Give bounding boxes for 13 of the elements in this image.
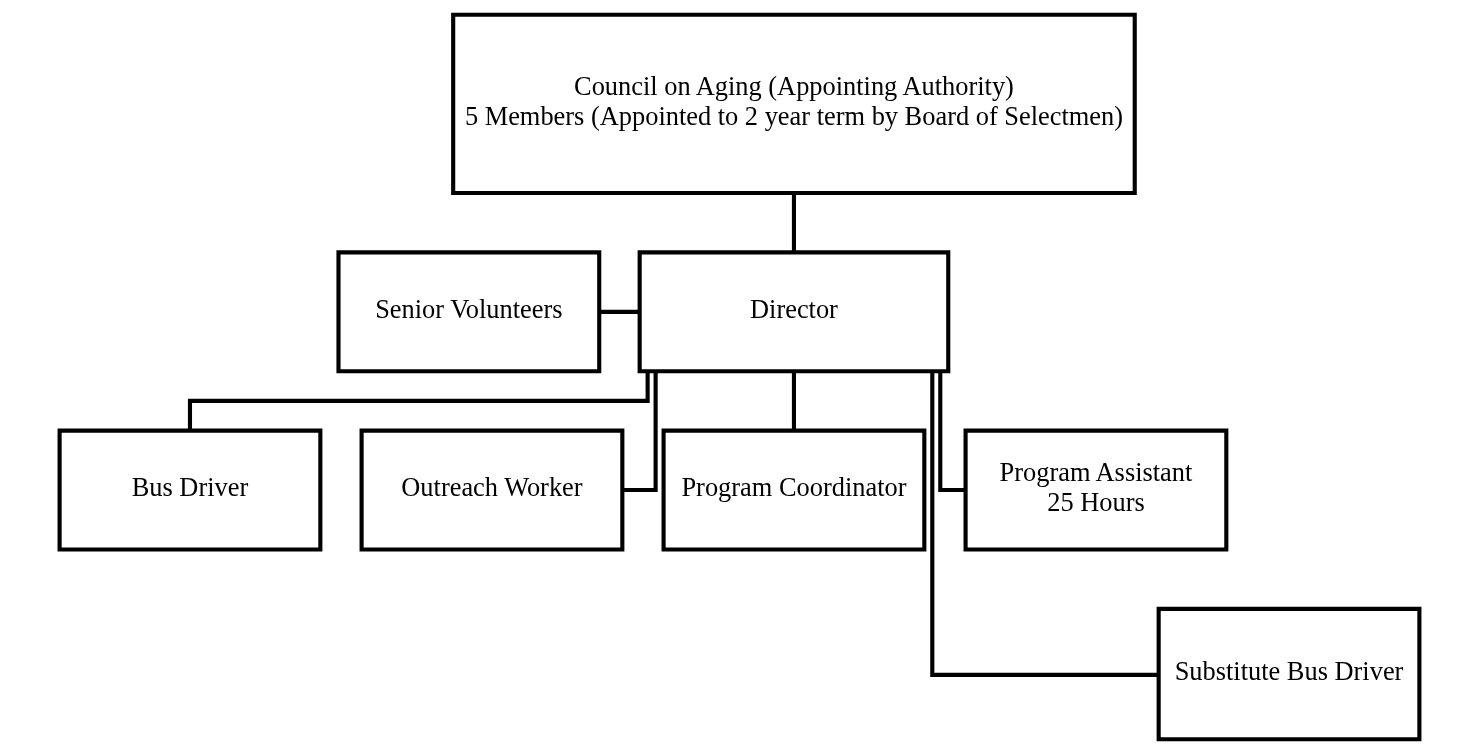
node-box: Program Assistant 25 Hours [963, 428, 1229, 552]
node-box: Senior Volunteers [336, 250, 602, 374]
node-box: Council on Aging (Appointing Authority) 5 Members (Appointed to 2 year term by Board of Selectmen) [451, 12, 1137, 196]
connector [622, 371, 658, 493]
connector [791, 371, 797, 431]
connector [930, 371, 1159, 677]
node-box: Outreach Worker [359, 428, 625, 552]
connector [599, 309, 640, 314]
node-box: Program Coordinator [661, 428, 927, 552]
node-box: Bus Driver [57, 428, 323, 552]
node-box: Director [637, 250, 951, 374]
connector [791, 193, 797, 252]
node-box: Substitute Bus Driver [1156, 606, 1422, 742]
